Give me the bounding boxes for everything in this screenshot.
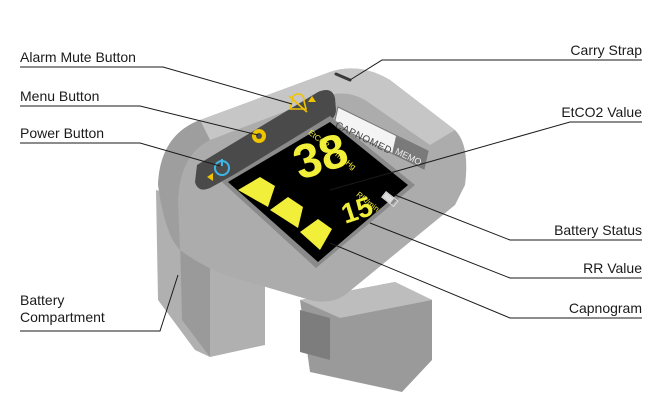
label-etco2-value: EtCO2 Value — [561, 104, 642, 120]
label-rr-value: RR Value — [583, 260, 642, 276]
leader-carry-strap — [349, 59, 642, 81]
leader-battery-compartment — [20, 274, 179, 332]
capnogram-wave-3 — [300, 219, 332, 250]
carry-strap-slot — [334, 72, 352, 82]
leader-power — [20, 142, 221, 167]
label-battery-compartment-line2: Compartment — [20, 309, 105, 325]
display-screen — [228, 122, 408, 262]
label-menu-button: Menu Button — [20, 88, 100, 104]
leader-lines — [20, 59, 642, 332]
label-battery-compartment-line1: Battery — [20, 292, 65, 308]
body-front-edge — [158, 120, 210, 250]
gear-icon-hole — [256, 133, 262, 139]
leader-etco2 — [329, 121, 642, 191]
label-alarm-mute-button: Alarm Mute Button — [20, 49, 136, 65]
label-carry-strap: Carry Strap — [570, 42, 642, 58]
clip-base-top — [300, 282, 432, 318]
body-top — [200, 68, 455, 145]
label-battery-status: Battery Status — [554, 222, 642, 238]
leader-capnogram — [329, 242, 642, 319]
leader-rr — [369, 222, 642, 279]
leader-alarm-mute — [20, 66, 293, 105]
button-strip[interactable] — [195, 90, 336, 190]
capnogram-wave-2 — [270, 197, 303, 228]
leader-battery-status — [394, 194, 642, 241]
label-capnogram: Capnogram — [568, 300, 642, 316]
leader-menu — [20, 105, 259, 136]
capnogram-wave-1 — [238, 177, 275, 207]
clip-inner — [300, 310, 330, 360]
alarm-mute-icon-slash — [288, 95, 308, 113]
label-power-button: Power Button — [20, 125, 105, 141]
arrow-up-icon — [308, 96, 316, 102]
body-lower-side — [180, 240, 210, 357]
alarm-mute-icon[interactable] — [288, 93, 308, 110]
memo-plate — [392, 136, 428, 169]
arrow-left-icon — [207, 173, 213, 181]
label-battery-compartment: Battery Compartment — [20, 292, 150, 326]
